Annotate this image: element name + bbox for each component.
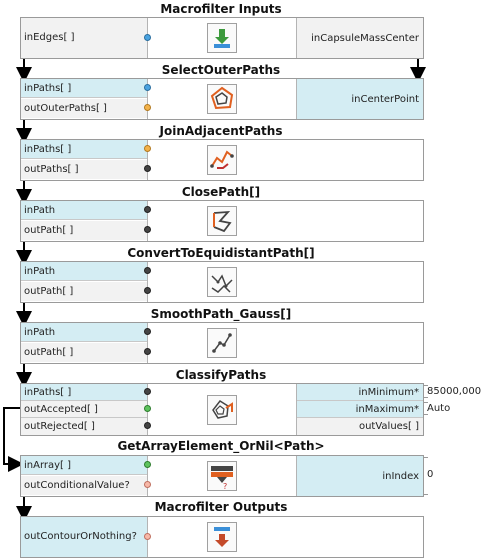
port-dot[interactable] — [144, 84, 151, 91]
macrofilter-outputs-block[interactable]: outContourOrNothing? — [20, 516, 424, 558]
close-path-block[interactable]: inPath outPath[ ] — [20, 200, 424, 242]
port-inPath[interactable]: inPath — [21, 323, 151, 342]
port-label: inMaximum* — [355, 404, 419, 415]
port-label: inEdges[ ] — [24, 32, 75, 43]
join-adjacent-paths-block[interactable]: inPaths[ ] outPaths[ ] — [20, 139, 424, 181]
equidistant-path-icon — [207, 267, 237, 297]
port-outContourOrNothing[interactable]: outContourOrNothing? — [21, 517, 151, 557]
port-inIndex[interactable]: inIndex — [297, 456, 423, 496]
block-title: GetArrayElement_OrNil<Path> — [117, 439, 325, 453]
get-array-element-block[interactable]: inArray[ ] outConditionalValue? ? inInde… — [20, 455, 424, 497]
block-title: SelectOuterPaths — [161, 63, 281, 77]
port-label: inPaths[ ] — [24, 83, 72, 94]
port-dot[interactable] — [144, 328, 151, 335]
port-label: outAccepted[ ] — [24, 404, 98, 415]
port-dot[interactable] — [144, 34, 151, 41]
select-outer-paths-block[interactable]: inPaths[ ] outOuterPaths[ ] inCenterPoin… — [20, 78, 424, 120]
port-inPath[interactable]: inPath — [21, 262, 151, 281]
inMaximum-value[interactable]: Auto — [427, 403, 451, 414]
polygon-icon — [207, 84, 237, 114]
port-outAccepted[interactable]: outAccepted[ ] — [21, 401, 151, 418]
port-dot[interactable] — [144, 145, 151, 152]
port-label: outPath[ ] — [24, 225, 74, 236]
port-label: inPath — [24, 327, 56, 338]
port-dot[interactable] — [144, 104, 151, 111]
port-dot[interactable] — [144, 206, 151, 213]
port-outRejected[interactable]: outRejected[ ] — [21, 418, 151, 435]
port-label: outContourOrNothing? — [24, 531, 137, 542]
download-arrow-icon — [207, 23, 237, 53]
port-outPath[interactable]: outPath[ ] — [21, 282, 151, 301]
smooth-path-icon — [207, 328, 237, 358]
port-dot[interactable] — [144, 348, 151, 355]
port-label: inPath — [24, 205, 56, 216]
block-title: ClosePath[] — [181, 185, 261, 199]
port-dot[interactable] — [144, 461, 151, 468]
port-dot[interactable] — [144, 287, 151, 294]
block-title: ConvertToEquidistantPath[] — [127, 246, 315, 260]
value-bracket — [423, 385, 428, 398]
port-inMaximum[interactable]: inMaximum* — [297, 401, 423, 418]
port-outValues[interactable]: outValues[ ] — [297, 418, 423, 435]
block-title: Macrofilter Outputs — [154, 500, 288, 514]
port-label: outPaths[ ] — [24, 164, 79, 175]
port-label: inArray[ ] — [24, 460, 72, 471]
port-outPath[interactable]: outPath[ ] — [21, 343, 151, 362]
port-label: outPath[ ] — [24, 286, 74, 297]
port-inPath[interactable]: inPath — [21, 201, 151, 220]
classify-paths-block[interactable]: inPaths[ ] outAccepted[ ] outRejected[ ]… — [20, 383, 424, 436]
port-label: outValues[ ] — [358, 421, 419, 432]
port-outOuterPaths[interactable]: outOuterPaths[ ] — [21, 99, 151, 118]
block-title: ClassifyPaths — [175, 368, 267, 382]
port-label: inMinimum* — [358, 387, 419, 398]
port-inEdges[interactable]: inEdges[ ] — [21, 18, 151, 58]
port-label: inCapsuleMassCenter — [311, 32, 419, 44]
port-label: outRejected[ ] — [24, 421, 95, 432]
port-label: outOuterPaths[ ] — [24, 103, 107, 114]
port-outPaths[interactable]: outPaths[ ] — [21, 160, 151, 179]
port-dot[interactable] — [144, 267, 151, 274]
svg-text:?: ? — [223, 482, 227, 490]
port-label: inPaths[ ] — [24, 144, 72, 155]
array-element-icon: ? — [207, 461, 237, 491]
port-inArray[interactable]: inArray[ ] — [21, 456, 151, 475]
port-inCapsuleMassCenter[interactable]: inCapsuleMassCenter — [297, 18, 423, 58]
join-paths-icon — [207, 145, 237, 175]
port-label: outConditionalValue? — [24, 480, 130, 491]
block-title: JoinAdjacentPaths — [159, 124, 283, 138]
port-label: outPath[ ] — [24, 347, 74, 358]
port-label: inPaths[ ] — [24, 387, 72, 398]
block-title: SmoothPath_Gauss[] — [150, 307, 292, 321]
port-outConditionalValue[interactable]: outConditionalValue? — [21, 476, 151, 495]
port-inMinimum[interactable]: inMinimum* — [297, 384, 423, 401]
port-label: inPath — [24, 266, 56, 277]
block-title: Macrofilter Inputs — [160, 2, 282, 16]
port-outPath[interactable]: outPath[ ] — [21, 221, 151, 240]
inMinimum-value[interactable]: 85000,000 — [427, 386, 482, 397]
convert-equidistant-block[interactable]: inPath outPath[ ] — [20, 261, 424, 303]
port-dot[interactable] — [144, 165, 151, 172]
value-bracket — [423, 457, 428, 495]
port-inPaths[interactable]: inPaths[ ] — [21, 384, 151, 401]
port-dot[interactable] — [144, 533, 151, 540]
macrofilter-inputs-block[interactable]: inEdges[ ] inCapsuleMassCenter — [20, 17, 424, 59]
port-label: inIndex — [382, 470, 419, 482]
smooth-path-block[interactable]: inPath outPath[ ] — [20, 322, 424, 364]
port-inPaths[interactable]: inPaths[ ] — [21, 79, 151, 98]
inIndex-value[interactable]: 0 — [427, 469, 434, 480]
port-dot[interactable] — [144, 422, 151, 429]
port-inPaths[interactable]: inPaths[ ] — [21, 140, 151, 159]
close-path-icon — [207, 206, 237, 236]
port-label: inCenterPoint — [351, 93, 419, 105]
port-dot[interactable] — [144, 388, 151, 395]
port-dot[interactable] — [144, 405, 151, 412]
value-bracket — [423, 402, 428, 415]
classify-icon — [207, 394, 237, 425]
wire-accepted — [3, 407, 24, 472]
port-dot[interactable] — [144, 226, 151, 233]
port-dot[interactable] — [144, 481, 151, 488]
upload-arrow-icon — [207, 522, 237, 552]
port-inCenterPoint[interactable]: inCenterPoint — [297, 79, 423, 119]
